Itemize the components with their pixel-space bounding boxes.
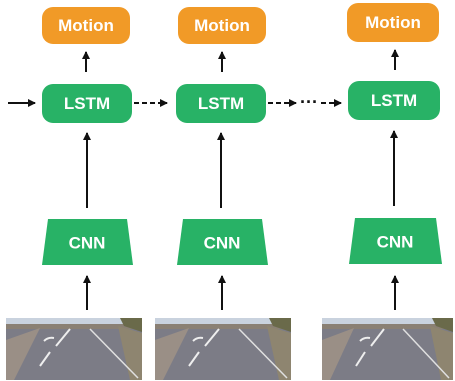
- lstm-box: [176, 84, 266, 123]
- cnn-label: CNN: [204, 234, 241, 253]
- cnn-block: [177, 219, 268, 265]
- column-1: Motion LSTM CNN: [6, 7, 142, 380]
- motion-box: [347, 3, 439, 42]
- motion-box: [178, 7, 266, 44]
- column-3: Motion LSTM CNN: [322, 3, 453, 380]
- road-image: [6, 318, 142, 380]
- ellipsis: ···: [300, 92, 318, 112]
- road-image: [322, 318, 453, 380]
- motion-label: Motion: [58, 16, 114, 35]
- lstm-label: LSTM: [371, 91, 417, 110]
- motion-label: Motion: [365, 13, 421, 32]
- cnn-label: CNN: [377, 233, 414, 252]
- lstm-box: [42, 84, 132, 123]
- lstm-label: LSTM: [64, 94, 110, 113]
- cnn-block: [349, 218, 442, 264]
- column-2: Motion LSTM CNN: [155, 7, 291, 380]
- cnn-block: [42, 219, 133, 265]
- motion-label: Motion: [194, 16, 250, 35]
- cnn-label: CNN: [69, 234, 106, 253]
- road-image: [155, 318, 291, 380]
- lstm-box: [348, 81, 440, 120]
- lstm-label: LSTM: [198, 94, 244, 113]
- motion-box: [42, 7, 130, 44]
